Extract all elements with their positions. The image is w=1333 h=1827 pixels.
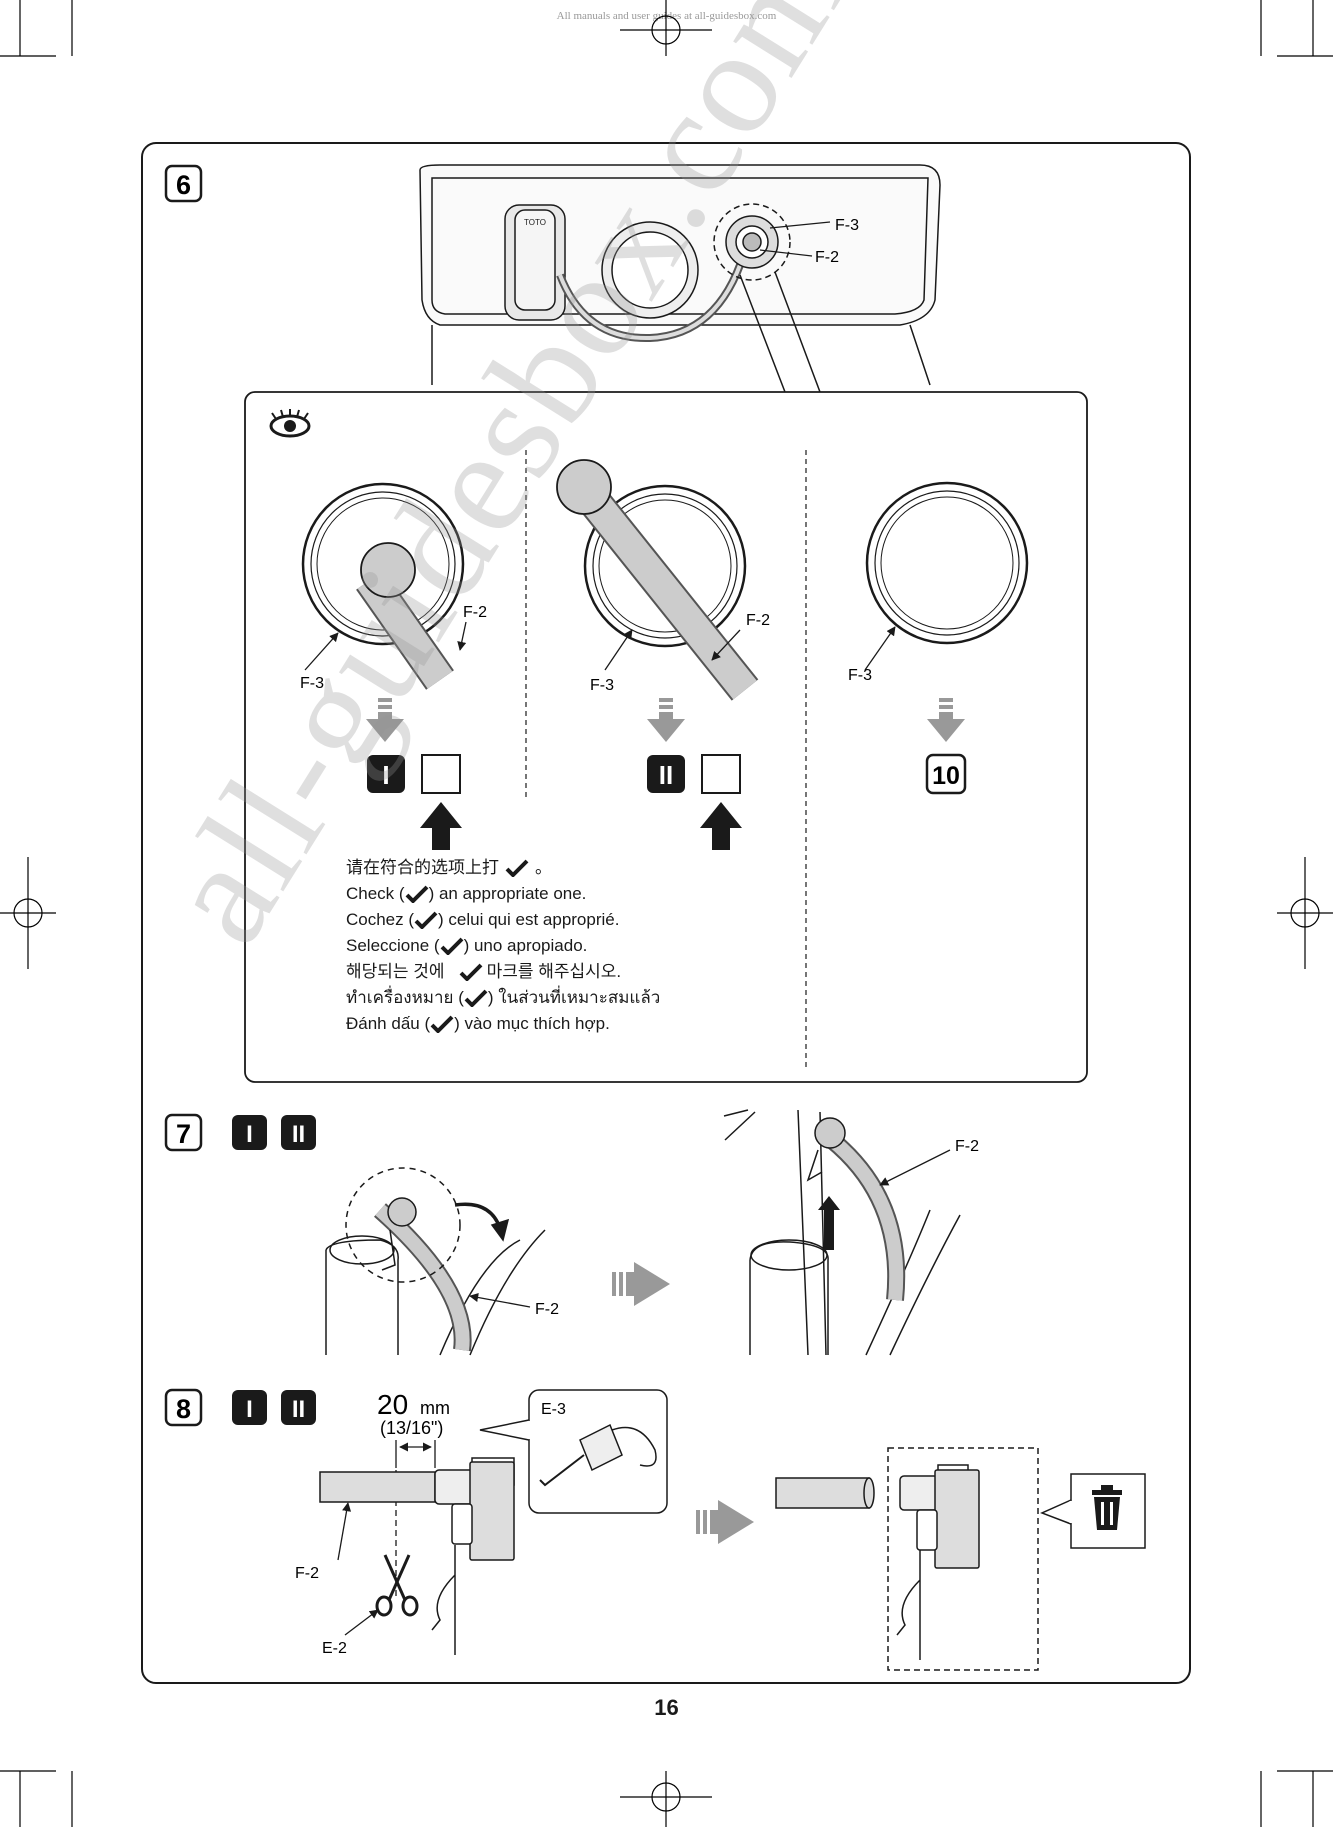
right-arrow-icon: [696, 1500, 754, 1544]
step-6-badge: 6: [164, 164, 203, 203]
step-7-option-2-badge: II: [281, 1115, 316, 1150]
instruction-zh-text: 请在符合的选项上打: [346, 858, 499, 877]
label-f2-step8: F-2: [295, 1565, 319, 1582]
checkmark-icon: [440, 937, 463, 955]
instruction-en-start: Check (: [346, 884, 405, 903]
svg-text:7: 7: [176, 1119, 191, 1149]
instruction-es: Seleccione ( ) uno apropiado.: [346, 933, 660, 959]
step-7-left-illustration: [325, 1167, 546, 1356]
measurement-unit: mm: [420, 1398, 450, 1418]
step-8-option-1-badge: I: [232, 1390, 267, 1425]
label-f2-case2: F-2: [746, 612, 770, 629]
label-f3-case2: F-3: [590, 677, 614, 694]
checkmark-icon: [405, 885, 428, 903]
instruction-ko-start: 해당되는 것에: [346, 962, 445, 981]
page-number: 16: [654, 1695, 679, 1720]
case-1-diagram: [301, 482, 465, 690]
checkmark-icon: [414, 911, 438, 929]
label-e3: E-3: [541, 1401, 566, 1418]
instruction-zh: 请在符合的选项上打 。: [346, 855, 660, 881]
step-8-left-illustration: [319, 1457, 515, 1655]
svg-text:I: I: [246, 1121, 253, 1148]
checkmark-icon: [459, 963, 482, 981]
goto-step-10-badge: 10: [925, 753, 967, 795]
checkmark-icon: [464, 989, 488, 1007]
measurement-inch: (13/16"): [380, 1418, 443, 1438]
svg-text:II: II: [292, 1121, 305, 1148]
instruction-es-start: Seleccione (: [346, 936, 440, 955]
checkmark-icon: [505, 859, 529, 877]
discard-callout: [1040, 1473, 1146, 1549]
step-7-option-1-badge: I: [232, 1115, 267, 1150]
content-frame: [141, 142, 1191, 1684]
svg-text:I: I: [382, 760, 389, 790]
down-arrow-icon: [366, 698, 404, 742]
label-f3-case3: F-3: [848, 667, 872, 684]
measurement-value: 20: [377, 1389, 408, 1420]
instruction-zh-end: 。: [535, 858, 552, 877]
instruction-vi-start: Đánh dấu (: [346, 1014, 431, 1033]
svg-text:II: II: [292, 1396, 305, 1423]
option-2-checkbox[interactable]: [701, 754, 741, 794]
step-8-option-2-badge: II: [281, 1390, 316, 1425]
label-f2-step7-left: F-2: [535, 1301, 559, 1318]
instruction-fr: Cochez ( ) celui qui est approprié.: [346, 907, 660, 933]
instruction-fr-end: ) celui qui est approprié.: [438, 910, 620, 929]
instruction-es-end: ) uno apropiado.: [463, 936, 588, 955]
svg-text:I: I: [246, 1396, 253, 1423]
instruction-ko-end: 마크를 해주십시오.: [486, 962, 622, 981]
scissors-icon: [375, 1554, 419, 1617]
step-8-right-illustration: [775, 1447, 1039, 1671]
checkmark-icon: [430, 1015, 454, 1033]
option-2-badge: II: [647, 755, 685, 793]
case-3-diagram: [865, 481, 1029, 645]
tape-measure-icon: [539, 1423, 657, 1487]
up-arrow-icon: [420, 802, 462, 850]
instruction-fr-start: Cochez (: [346, 910, 415, 929]
label-f2-case1: F-2: [463, 604, 487, 621]
instruction-vi-end: ) vào mục thích hợp.: [454, 1014, 610, 1033]
label-f2-step7-right: F-2: [955, 1138, 979, 1155]
instruction-th: ทำเครื่องหมาย ( ) ในส่วนที่เหมาะสมแล้ว: [346, 985, 660, 1011]
svg-text:II: II: [659, 760, 673, 790]
right-arrow-icon: [612, 1262, 670, 1306]
step-8-badge: 8: [164, 1388, 203, 1427]
up-arrow-icon: [818, 1196, 840, 1250]
tank-top-illustration: TOTO: [419, 164, 941, 393]
svg-text:10: 10: [932, 762, 960, 790]
option-1-checkbox[interactable]: [421, 754, 461, 794]
label-e2: E-2: [322, 1640, 347, 1657]
eye-icon: [269, 409, 311, 438]
up-arrow-icon: [700, 802, 742, 850]
down-arrow-icon: [647, 698, 685, 742]
down-arrow-icon: [927, 698, 965, 742]
label-f3-tank: F-3: [835, 217, 859, 234]
svg-text:TOTO: TOTO: [524, 218, 546, 227]
svg-text:6: 6: [176, 170, 191, 200]
label-f2-tank: F-2: [815, 249, 839, 266]
label-f3-case1: F-3: [300, 675, 324, 692]
instruction-th-end: ) ในส่วนที่เหมาะสมแล้ว: [487, 988, 661, 1007]
instruction-en: Check ( ) an appropriate one.: [346, 881, 660, 907]
option-1-badge: I: [367, 755, 405, 793]
trash-icon: [1092, 1485, 1122, 1530]
instruction-th-start: ทำเครื่องหมาย (: [346, 988, 464, 1007]
instruction-en-end: ) an appropriate one.: [428, 884, 587, 903]
check-instructions: 请在符合的选项上打 。 Check ( ) an appropriate one…: [346, 855, 660, 1037]
step-7-badge: 7: [164, 1113, 203, 1152]
instruction-vi: Đánh dấu ( ) vào mục thích hợp.: [346, 1011, 660, 1037]
instruction-ko: 해당되는 것에 마크를 해주십시오.: [346, 959, 660, 985]
svg-text:8: 8: [176, 1394, 191, 1424]
step-7-right-illustration: [723, 1109, 961, 1356]
